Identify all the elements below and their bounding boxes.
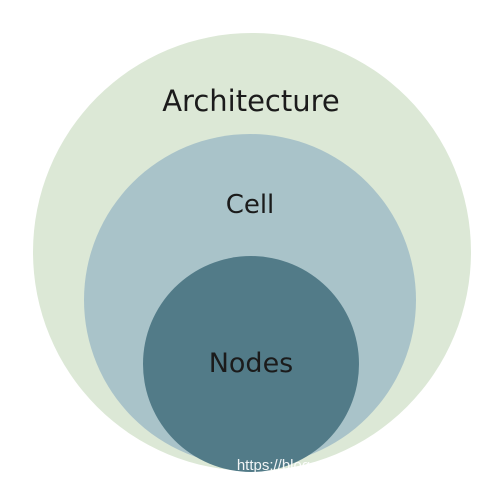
nodes-circle — [143, 256, 359, 472]
nodes-label: Nodes — [209, 348, 294, 379]
cell-label: Cell — [226, 190, 275, 220]
watermark-text: https://blog.csdn.net/weixin_41075215 — [237, 457, 492, 474]
architecture-label: Architecture — [162, 84, 340, 118]
